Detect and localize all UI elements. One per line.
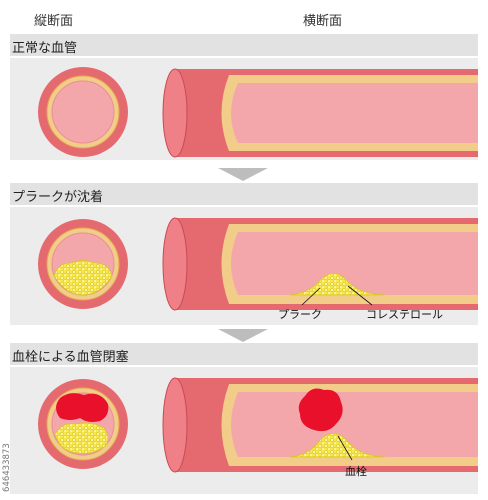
section-title-plaque: プラークが沈着 [12, 190, 104, 205]
cholesterol-leader-line [347, 285, 373, 306]
thrombus-leader-line [337, 435, 353, 461]
plaque-cross-section [38, 219, 128, 309]
thrombus-longitudinal-vessel [162, 377, 478, 473]
stock-id-watermark: 646433873 [2, 443, 12, 492]
label-cholesterol: コレステロール [366, 308, 443, 321]
section-title-normal: 正常な血管 [12, 41, 78, 56]
thrombus-cross-section [38, 379, 128, 469]
label-thrombus: 血栓 [345, 465, 367, 478]
normal-cross-section [38, 67, 128, 157]
header-longitudinal: 縦断面 [34, 14, 74, 29]
plaque-leader-line [301, 287, 321, 306]
section-title-thrombus: 血栓による血管閉塞 [12, 350, 129, 365]
label-plaque: プラーク [278, 308, 322, 321]
section-title-bar-thrombus [10, 343, 478, 365]
plaque-longitudinal-vessel [162, 217, 478, 311]
down-arrow-2 [218, 329, 268, 342]
down-arrow-1 [218, 168, 268, 181]
normal-longitudinal-vessel [162, 68, 478, 158]
section-title-bar-normal [10, 34, 478, 56]
header-cross-section: 横断面 [303, 14, 343, 29]
section-title-bar-plaque [10, 183, 478, 205]
